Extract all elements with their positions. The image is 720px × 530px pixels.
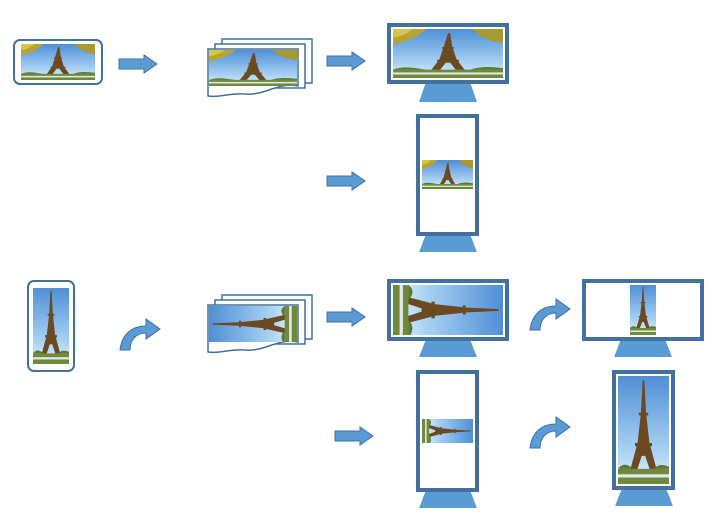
curved-rotate-arrow-icon	[528, 414, 572, 450]
eiffel-tower-photo-rotated	[422, 419, 473, 443]
landscape-monitor	[387, 23, 509, 84]
portrait-monitor-rotated	[416, 370, 479, 492]
frame-stack-rotated	[206, 292, 316, 358]
portrait-monitor-full	[612, 370, 675, 490]
right-arrow-icon	[326, 307, 366, 327]
eiffel-tower-photo	[393, 29, 503, 78]
curved-rotate-arrow-icon	[528, 296, 572, 332]
monitor-stand	[417, 84, 479, 102]
frame-stack-landscape	[206, 36, 316, 102]
eiffel-tower-photo	[209, 50, 297, 86]
eiffel-tower-photo-rotated	[209, 306, 297, 342]
right-arrow-icon	[334, 426, 374, 446]
portrait-phone-frame	[27, 280, 75, 372]
eiffel-tower-photo-rotated	[393, 285, 503, 335]
monitor-stand	[417, 492, 479, 508]
landscape-phone-frame	[13, 39, 103, 85]
portrait-monitor	[416, 114, 479, 236]
eiffel-tower-photo	[422, 160, 473, 189]
right-arrow-icon	[326, 171, 366, 191]
monitor-stand	[417, 236, 479, 252]
eiffel-tower-photo	[33, 288, 69, 364]
monitor-stand	[613, 490, 675, 506]
landscape-monitor-rotated	[387, 279, 509, 341]
right-arrow-icon	[118, 54, 158, 74]
right-arrow-icon	[326, 51, 366, 71]
eiffel-tower-photo	[21, 44, 95, 80]
curved-rotate-arrow-icon	[118, 316, 162, 352]
monitor-stand	[612, 341, 674, 357]
eiffel-tower-photo	[630, 285, 656, 335]
monitor-stand	[417, 341, 479, 357]
landscape-monitor-pillarbox	[582, 279, 704, 341]
eiffel-tower-photo	[618, 376, 669, 484]
